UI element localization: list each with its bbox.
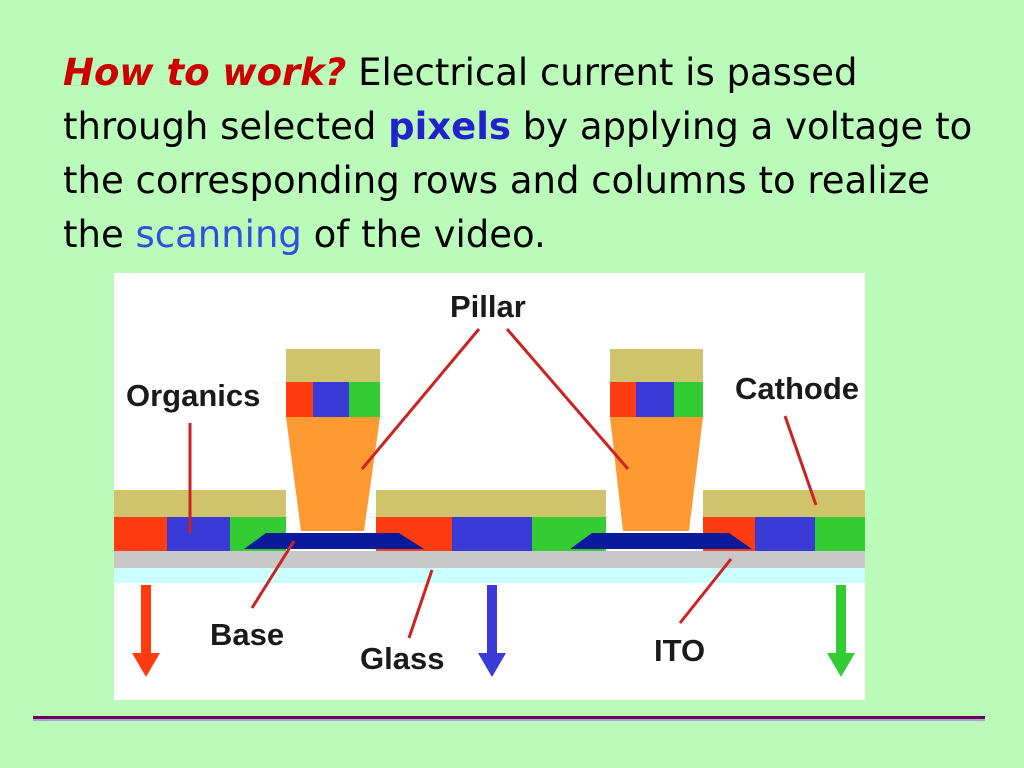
base-pad-left: [244, 533, 424, 549]
subpixel-green: [815, 517, 865, 551]
ito-leader: [678, 558, 733, 624]
pillar-subpixel-green: [349, 382, 380, 417]
ito-label: ITO: [654, 633, 705, 668]
pillar-leader-left: [360, 328, 481, 470]
glass-label: Glass: [360, 641, 444, 676]
body-text-3: of the video.: [301, 213, 546, 256]
pillar-leader-right: [505, 328, 630, 470]
pillar-subpixel-red: [610, 382, 636, 417]
blue-emission-arrow: [478, 585, 506, 677]
highlight-scanning: scanning: [135, 213, 302, 256]
pillar-cap-left: [286, 349, 380, 382]
oled-structure-diagram: Pillar Organics Cathode Base Glass ITO: [114, 273, 865, 700]
glass-leader: [407, 569, 434, 639]
lead-phrase: How to work?: [63, 51, 347, 94]
pillar-subpixel-red: [286, 382, 313, 417]
body-text-1: Electrical current is passed through sel…: [63, 51, 858, 148]
pillar-label: Pillar: [450, 289, 526, 324]
base-label: Base: [210, 617, 284, 652]
body-text-2: by applying a voltage to the correspondi…: [63, 105, 973, 256]
subpixel-blue: [167, 517, 230, 551]
highlight-pixels: pixels: [388, 105, 511, 148]
organics-label: Organics: [126, 378, 260, 413]
red-emission-arrow: [132, 585, 160, 677]
cathode-layer-left: [114, 490, 286, 517]
cathode-layer-right: [703, 490, 865, 517]
pillar-subpixel-green: [674, 382, 703, 417]
pillar-cap-right: [610, 349, 703, 382]
leader-lines: [188, 328, 818, 639]
subpixel-blue: [755, 517, 815, 551]
subpixel-blue: [452, 517, 532, 551]
divider-rule: [33, 716, 985, 719]
ito-layer: [114, 551, 865, 568]
subpixel-red: [114, 517, 167, 551]
green-emission-arrow: [827, 585, 855, 677]
pillar-body-left: [286, 417, 380, 531]
glass-layer: [114, 568, 865, 583]
pillar-subpixel-blue: [636, 382, 674, 417]
cathode-layer-middle: [376, 490, 606, 517]
cathode-label: Cathode: [735, 371, 859, 406]
pillar-subpixel-blue: [313, 382, 349, 417]
pillar-body-right: [610, 417, 703, 531]
base-leader: [250, 540, 296, 609]
base-pad-right: [570, 533, 752, 549]
slide-paragraph: How to work? Electrical current is passe…: [63, 46, 993, 262]
diagram-svg: Pillar Organics Cathode Base Glass ITO: [114, 289, 865, 677]
cathode-leader: [783, 415, 818, 506]
